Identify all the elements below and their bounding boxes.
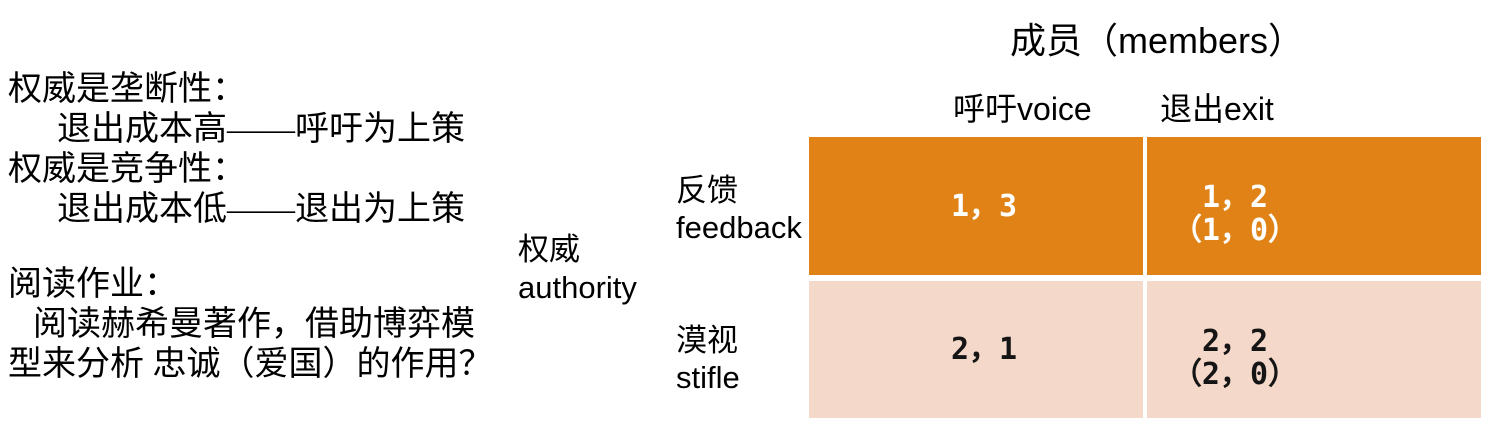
- row-header-feedback-en: feedback: [676, 210, 802, 245]
- cell-stifle-voice: 2，1: [809, 281, 1143, 418]
- cell-feedback-voice: 1，3: [809, 137, 1143, 275]
- payoff-line-loyalty: （2，0）: [1171, 356, 1299, 392]
- cell-stifle-exit: 2，2 （2，0）: [1147, 281, 1481, 418]
- payoff-stifle-voice: 2，1: [950, 332, 1018, 367]
- row-header-feedback: 反馈 feedback: [676, 172, 802, 246]
- left-notes: 权威是垄断性： 退出成本高——呼吁为上策 权威是竞争性： 退出成本低——退出为上…: [8, 70, 493, 385]
- column-divider: [1143, 281, 1147, 418]
- matrix-title-zh: 成员: [1010, 21, 1083, 61]
- col-header-voice-zh: 呼吁: [953, 91, 1018, 127]
- row-axis-authority: 权威 authority: [518, 231, 637, 307]
- note-line: 退出成本低——退出为上策: [57, 191, 465, 228]
- note-line: 退出成本高——呼吁为上策: [57, 111, 465, 148]
- col-header-voice-en: voice: [1017, 91, 1092, 127]
- row-header-stifle: 漠视 stifle: [676, 322, 740, 396]
- note-line: 阅读作业：: [8, 266, 178, 303]
- row-axis-en: authority: [518, 270, 637, 305]
- row-axis-zh: 权威: [518, 232, 580, 267]
- row-header-stifle-en: stifle: [676, 360, 740, 395]
- note-line: 阅读赫希曼著作，借助博弈模: [33, 306, 475, 343]
- note-line: 型来分析 忠诚（爱国）的作用？: [8, 346, 493, 383]
- matrix-title-en: （members）: [1082, 20, 1305, 61]
- payoff-line-loyalty: （1，0）: [1171, 213, 1299, 248]
- row-header-stifle-zh: 漠视: [676, 323, 738, 358]
- col-header-voice: 呼吁voice: [953, 84, 1092, 130]
- col-header-exit: 退出exit: [1160, 84, 1274, 130]
- col-header-exit-zh: 退出: [1160, 91, 1225, 127]
- cell-feedback-exit: 1，2 （1，0）: [1147, 137, 1481, 275]
- row-divider: [809, 275, 1481, 281]
- payoff-line: 1，2: [1201, 180, 1269, 215]
- payoff-feedback-voice: 1，3: [950, 188, 1018, 224]
- payoff-matrix: 1，3 1，2 （1，0） 2，1 2，2 （2，0）: [809, 137, 1481, 418]
- note-line: 权威是垄断性：: [8, 71, 246, 108]
- matrix-title-members: 成员（members）: [1010, 12, 1304, 64]
- col-header-exit-en: exit: [1224, 91, 1274, 127]
- payoff-stifle-exit: 2，2 （2，0）: [1172, 325, 1298, 391]
- note-line: 权威是竞争性：: [8, 151, 246, 188]
- payoff-feedback-exit: 1，2 （1，0）: [1172, 181, 1298, 247]
- column-divider: [1143, 137, 1147, 275]
- payoff-line: 2，2: [1201, 323, 1269, 359]
- row-header-feedback-zh: 反馈: [676, 173, 738, 208]
